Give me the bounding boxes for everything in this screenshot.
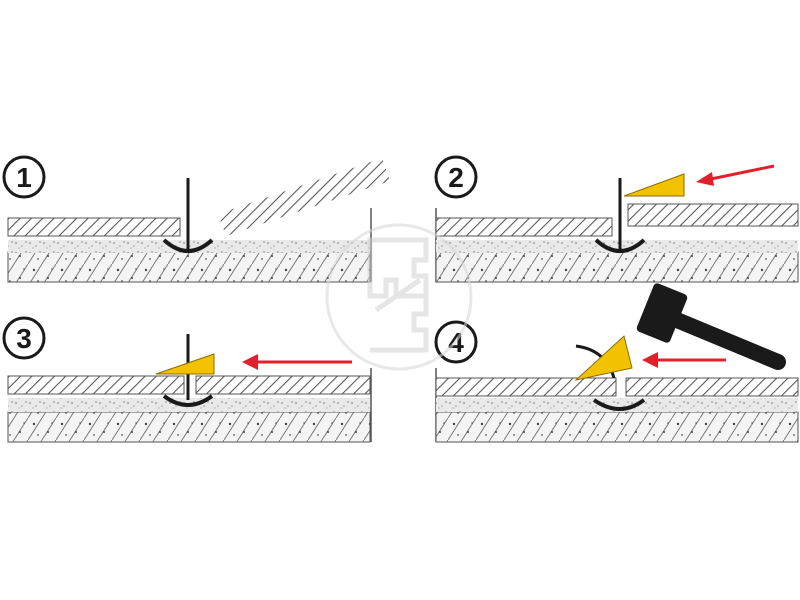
hammer-icon (636, 283, 786, 370)
concrete-layer (435, 411, 799, 443)
mortar-layer (436, 240, 798, 253)
arrow-icon (696, 164, 775, 186)
tile-left (7, 217, 181, 237)
tile-right (627, 203, 799, 227)
step-2-panel: 2 (434, 155, 799, 283)
step-3-panel: 3 (2, 316, 372, 443)
step-4-panel: 4 (434, 283, 799, 443)
concrete-layer (7, 251, 371, 283)
arrow-icon (642, 352, 726, 368)
wedge-icon (623, 173, 685, 197)
step-1-panel: 1 (2, 155, 390, 283)
tile-being-placed (218, 158, 390, 236)
step-number: 3 (16, 323, 32, 354)
tile-right (195, 375, 371, 395)
concrete-layer (7, 411, 371, 443)
concrete-layer (435, 251, 799, 283)
step-number-badge (434, 155, 478, 199)
broken-clip-icon (575, 344, 646, 411)
wedge-icon (155, 353, 215, 375)
step-number: 1 (16, 162, 32, 193)
leveling-clip-icon (162, 178, 214, 253)
tile-left (435, 217, 613, 237)
leveling-clip-icon (594, 178, 646, 253)
tile-left (435, 377, 617, 397)
mortar-layer (436, 398, 798, 412)
step-number: 2 (448, 162, 464, 193)
tile-left (7, 375, 185, 395)
step-number-badge (2, 316, 46, 360)
wedge-icon (574, 335, 633, 381)
step-number-badge (2, 155, 46, 199)
tile-right (625, 377, 799, 397)
arrow-icon (242, 354, 352, 370)
watermark-logo (325, 223, 473, 371)
